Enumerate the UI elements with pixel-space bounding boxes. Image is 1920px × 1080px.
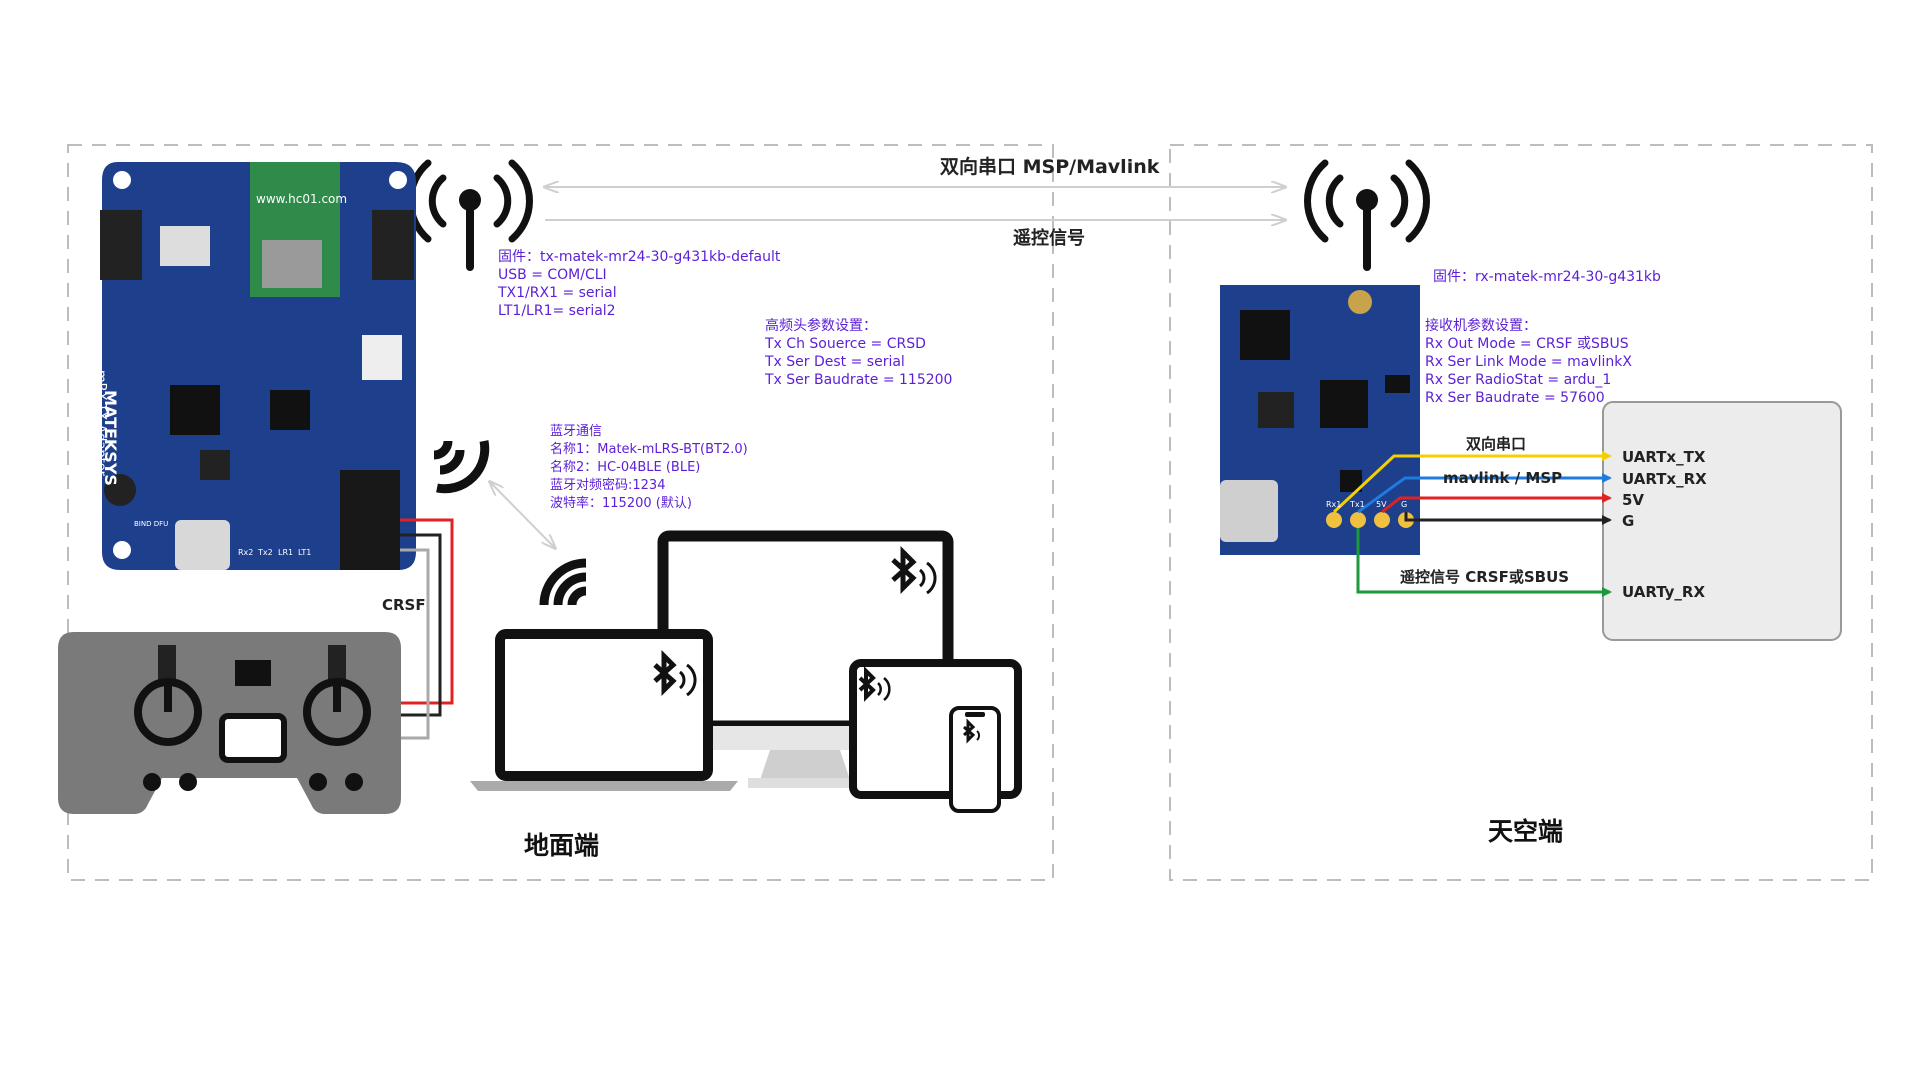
- rx-usb-c-port: [1220, 480, 1278, 542]
- air-panel: [1169, 144, 1873, 881]
- top-serial-label: 双向串口 MSP/Mavlink: [940, 156, 1160, 178]
- usb-c-port: [175, 520, 230, 570]
- top-rc-label: 遥控信号: [1013, 228, 1085, 249]
- crsf-wire-black: [400, 533, 442, 717]
- crsf-label: CRSF: [382, 596, 426, 614]
- bt-link-arrow: [490, 482, 555, 548]
- rx-pin-label: 5V: [1376, 500, 1387, 509]
- ground-firmware-block: 固件：tx-matek-mr24-30-g431kb-default USB =…: [498, 249, 781, 319]
- bluetooth-icon: [653, 649, 697, 697]
- wire-black: [1404, 512, 1612, 525]
- air-antenna-icon: [1304, 159, 1430, 271]
- air-title: 天空端: [1488, 817, 1564, 846]
- phone-icon: [949, 706, 1001, 813]
- wire-label-rc: 遥控信号 CRSF或SBUS: [1400, 568, 1570, 586]
- fc-port-label: UARTx_RX: [1622, 470, 1707, 488]
- crsf-wire-gray: [400, 548, 430, 740]
- fc-port-label: G: [1622, 512, 1635, 530]
- pin-label: LT1: [298, 548, 312, 557]
- wire-label-mav: mavlink / MSP: [1443, 469, 1563, 487]
- bluetooth-icon: [891, 545, 937, 595]
- wire-blue: [1357, 473, 1612, 514]
- board-button-label: BIND DFU: [134, 520, 169, 528]
- ground-panel: [67, 144, 1054, 881]
- rf-params-block: 高频头参数设置： Tx Ch Souerce = CRSD Tx Ser Des…: [765, 318, 953, 388]
- laptop-icon: [470, 629, 738, 791]
- rx-receiver-board: [1220, 285, 1420, 555]
- bluetooth-info-block: 蓝牙通信 名称1：Matek-mLRS-BT(BT2.0) 名称2：HC-04B…: [550, 424, 748, 511]
- board-model: mRX-TX Adapter: [93, 370, 108, 477]
- fc-port-label: UARTy_RX: [1622, 583, 1706, 601]
- rc-controller-icon: [58, 632, 401, 814]
- wire-red: [1381, 493, 1612, 514]
- rx-pin-label: G: [1401, 500, 1408, 509]
- rx-pin-label: Rx1: [1326, 500, 1342, 509]
- wireless-signal-icon-2: [539, 558, 587, 606]
- bluetooth-icon: [963, 718, 980, 744]
- fc-port-label: 5V: [1622, 491, 1645, 509]
- fc-port-label: UARTx_TX: [1622, 448, 1706, 466]
- bluetooth-icon: [858, 666, 891, 702]
- rx-params-block: 接收机参数设置： Rx Out Mode = CRSF 或SBUS Rx Ser…: [1425, 318, 1632, 406]
- wire-yellow: [1332, 451, 1612, 514]
- ground-title: 地面端: [524, 831, 600, 860]
- pin-label: Tx2: [258, 548, 273, 557]
- pin-label: Rx2: [238, 548, 254, 557]
- module-label: www.hc01.com: [256, 192, 348, 206]
- rx-pin-label: Tx1: [1350, 500, 1365, 509]
- tx-adapter-board: [100, 162, 416, 570]
- pin-label: LR1: [278, 548, 294, 557]
- crsf-wire-red: [400, 518, 454, 705]
- flight-controller-box: [1602, 401, 1842, 641]
- wire-green: [1356, 528, 1612, 597]
- air-firmware: 固件：rx-matek-mr24-30-g431kb: [1433, 269, 1661, 285]
- wire-label-serial: 双向串口: [1466, 435, 1527, 453]
- wireless-signal-icon: [433, 440, 490, 494]
